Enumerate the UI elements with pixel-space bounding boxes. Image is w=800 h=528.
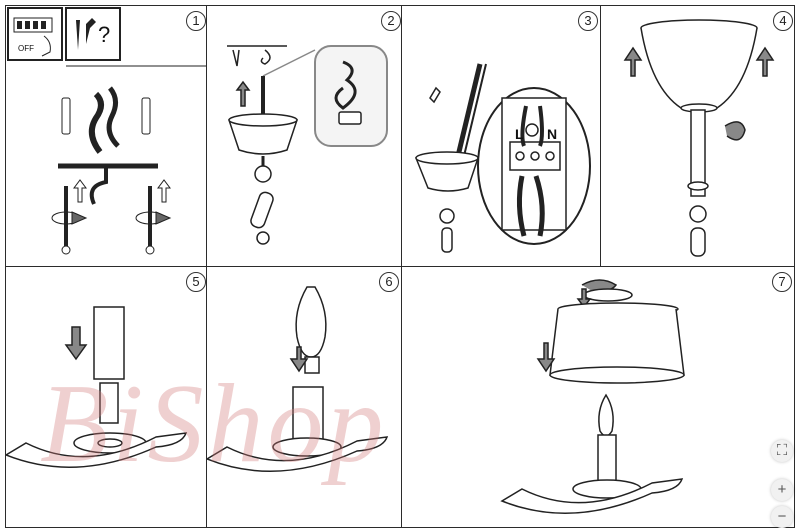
step-2-illustration bbox=[207, 6, 402, 267]
zoom-in-button[interactable]: + bbox=[771, 479, 793, 501]
step-4-illustration bbox=[601, 6, 795, 267]
step-7-illustration bbox=[402, 267, 795, 528]
step-5-illustration bbox=[6, 267, 207, 528]
breaker-off-label: OFF bbox=[18, 44, 34, 53]
step-2-panel: 2 bbox=[206, 5, 402, 267]
fit-screen-button[interactable]: ⛶ bbox=[771, 440, 793, 462]
step-3-panel: 3 L N bbox=[401, 5, 601, 267]
terminal-label-neutral: N bbox=[547, 126, 557, 142]
zoom-out-button[interactable]: − bbox=[771, 506, 793, 528]
step-6-panel: 6 bbox=[206, 266, 402, 528]
terminal-label-live: L bbox=[515, 126, 524, 142]
step-6-illustration bbox=[207, 267, 402, 528]
step-1-panel: 1 bbox=[5, 5, 207, 267]
step-5-panel: 5 bbox=[5, 266, 207, 528]
step-4-panel: 4 bbox=[600, 5, 795, 267]
tools-question-mark: ? bbox=[98, 22, 110, 48]
step-7-panel: 7 bbox=[401, 266, 795, 528]
step-3-illustration bbox=[402, 6, 601, 267]
